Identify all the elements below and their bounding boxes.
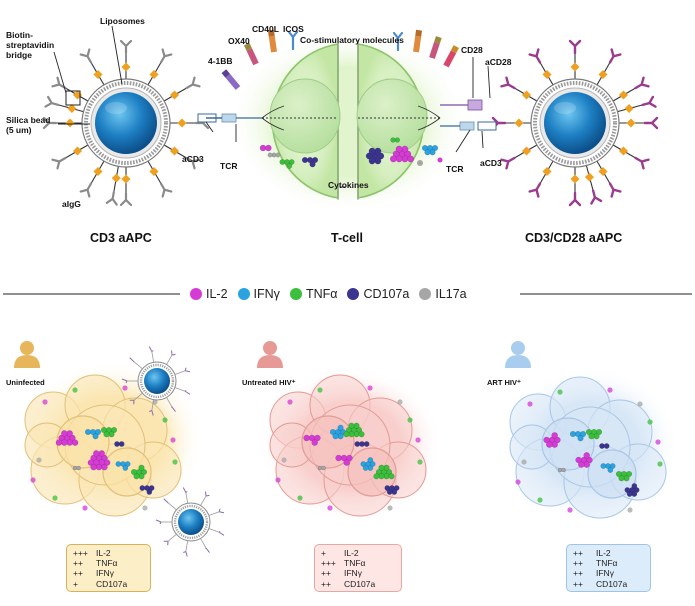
level: ++ [73, 568, 83, 579]
acd28-label: aCD28 [485, 57, 512, 67]
ox40-label: OX40 [228, 36, 250, 46]
legend-item-tnfa: TNFα [289, 287, 338, 301]
summary-box-uninfected: +++ IL-2 ++ TNFα ++ IFNγ + CD107a [66, 544, 151, 592]
legend-label: IL17a [435, 287, 467, 301]
level: ++ [573, 568, 583, 579]
summary-row: + IL-2 [321, 548, 395, 558]
tnfa-swatch [289, 288, 302, 300]
tcr-cd28-right [440, 99, 497, 131]
il2-swatch [190, 288, 202, 300]
cytokine-granules [259, 137, 443, 169]
level: ++ [321, 568, 331, 579]
summary-row: ++ IL-2 [573, 548, 644, 558]
cytokine-name: CD107a [596, 578, 628, 589]
costim-label: Co-stimulatory molecules [300, 35, 404, 45]
legend-item-il17a: IL17a [419, 287, 467, 301]
costim-right [392, 29, 459, 68]
summary-row: +++ TNFα [321, 558, 395, 568]
cytokines-label: Cytokines [328, 180, 369, 190]
summary-row: ++ CD107a [321, 579, 395, 589]
legend-item-ifng: IFNγ [237, 287, 280, 301]
cd40l-label: CD40L [252, 24, 279, 34]
level: ++ [573, 578, 583, 589]
costim-left [221, 29, 299, 90]
summary-row: ++ IFNγ [573, 568, 644, 578]
cd28-label: CD28 [461, 45, 483, 55]
t-cell-title: T-cell [331, 231, 363, 245]
legend-label: IFNγ [253, 287, 280, 301]
cell-cluster [24, 374, 182, 517]
cytokine-name: IFNγ [344, 568, 362, 579]
cytokine-name: IL-2 [344, 548, 359, 558]
level: ++ [321, 578, 331, 589]
icos-label: ICOS [283, 24, 304, 34]
cell-cluster [509, 376, 667, 519]
legend-item-il2: IL-2 [190, 287, 228, 301]
level: + [73, 578, 78, 589]
cytokine-name: IFNγ [596, 568, 614, 579]
ifng-swatch [237, 288, 250, 300]
summary-row: ++ IFNγ [321, 568, 395, 578]
4-1bb-label: 4-1BB [208, 56, 233, 66]
summary-row: ++ TNFα [73, 558, 144, 568]
summary-row: ++ IFNγ [73, 568, 144, 578]
cell-cluster [269, 374, 427, 517]
cytokine-name: CD107a [96, 578, 128, 589]
level: ++ [573, 548, 583, 558]
cd3-aapc-title: CD3 aAPC [90, 231, 152, 245]
acd3-left-label: aCD3 [182, 154, 204, 164]
silica-bead-label: Silica bead (5 um) [6, 115, 51, 135]
summary-row: ++ TNFα [573, 558, 644, 568]
small-aapc-beads [121, 346, 225, 557]
level: +++ [321, 558, 336, 569]
tcr-left-label: TCR [220, 161, 238, 171]
legend-label: CD107a [363, 287, 410, 301]
cytokine-name: IFNγ [96, 568, 114, 579]
summary-row: ++ CD107a [573, 579, 644, 589]
label-pointers [53, 25, 491, 188]
cd3-aapc-bead [42, 39, 210, 207]
cd3-cd28-aapc-bead [491, 39, 659, 207]
acd3-right-label: aCD3 [480, 158, 502, 168]
il17a-swatch [419, 288, 432, 300]
person-icon-art [505, 341, 531, 368]
cd3-cd28-aapc-title: CD3/CD28 aAPC [525, 231, 623, 245]
panel-label-uninfected: Uninfected [6, 378, 45, 387]
panel-label-untreated: Untreated HIV⁺ [242, 378, 296, 387]
level: +++ [73, 548, 88, 558]
cytokine-name: TNFα [344, 558, 366, 569]
summary-box-untreated: + IL-2 +++ TNFα ++ IFNγ ++ CD107a [314, 544, 402, 592]
person-icon-untreated [257, 341, 283, 368]
legend-item-cd107a: CD107a [347, 287, 409, 301]
legend-label: TNFα [305, 287, 338, 301]
level: ++ [73, 558, 83, 569]
summary-row: +++ IL-2 [73, 548, 144, 558]
cd107a-swatch [347, 288, 360, 300]
summary-box-art: ++ IL-2 ++ TNFα ++ IFNγ ++ CD107a [566, 544, 651, 592]
summary-row: + CD107a [73, 579, 144, 589]
legend-label: IL-2 [206, 287, 228, 301]
panel-label-art: ART HIV⁺ [487, 378, 521, 387]
legend: IL-2 IFNγ TNFα CD107a IL17a [190, 283, 467, 305]
cytokine-name: IL-2 [96, 548, 111, 558]
cytokine-name: TNFα [596, 558, 618, 569]
cytokine-name: CD107a [344, 578, 376, 589]
liposomes-label: Liposomes [100, 16, 145, 26]
level: + [321, 548, 326, 558]
aigg-label: aIgG [62, 199, 81, 209]
level: ++ [573, 558, 583, 569]
cytokine-name: TNFα [96, 558, 118, 569]
cytokine-name: IL-2 [596, 548, 611, 558]
person-icon-uninfected [14, 341, 40, 368]
biotin-bridge-box [65, 90, 81, 106]
tcr-right-label: TCR [446, 164, 464, 174]
biotin-bridge-label: Biotin- streptavidin bridge [6, 30, 55, 60]
tcr-left [197, 113, 262, 123]
